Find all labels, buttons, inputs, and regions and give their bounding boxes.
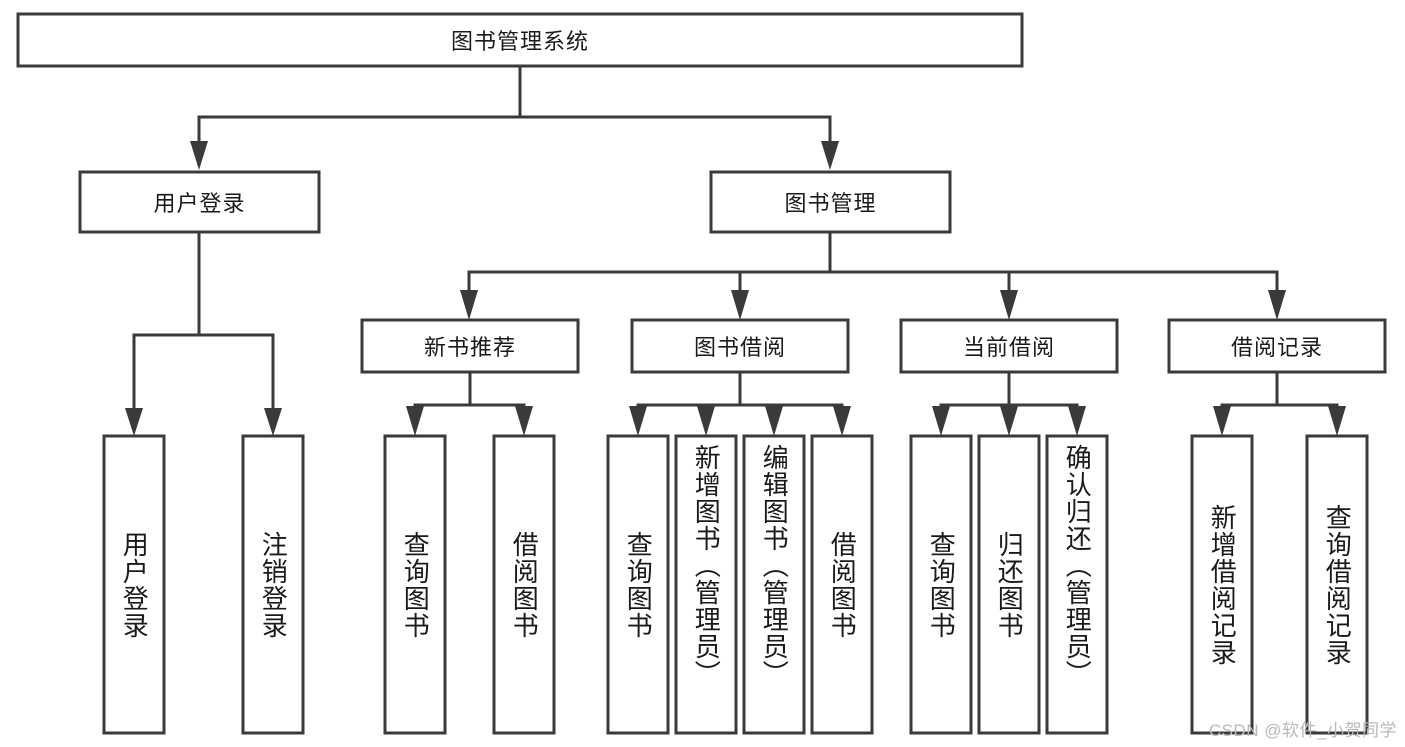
arrow-to-leaf-logout — [264, 408, 282, 436]
arrow-cb-leaf-3 — [1068, 406, 1086, 436]
arrow-to-new-book-recommend — [460, 290, 478, 320]
connector-current-borrow-bus — [939, 370, 1079, 413]
leaf-box-br-query-record[interactable] — [1305, 434, 1369, 735]
leaf-box-nbr-query-book[interactable] — [383, 434, 447, 735]
connector-new-book-recommend-bus — [413, 370, 526, 413]
leaf-box-br-add-record[interactable] — [1190, 434, 1254, 735]
leaf-box-cb-query-book[interactable] — [909, 434, 973, 735]
node-current-borrow-box[interactable] — [899, 318, 1119, 374]
leaf-box-cb-confirm-return[interactable] — [1045, 434, 1109, 735]
leaf-box-cb-return-book[interactable] — [977, 434, 1041, 735]
connector-user-login-bus — [132, 230, 275, 413]
arrow-nbr-leaf-2 — [515, 406, 533, 436]
arrow-br-leaf-1 — [1213, 406, 1231, 436]
node-new-book-recommend-box[interactable] — [360, 318, 580, 374]
connector-borrow-record-bus — [1220, 370, 1339, 413]
leaf-box-bb-add-book[interactable] — [674, 434, 738, 735]
leaf-box-user-login[interactable] — [102, 434, 166, 735]
watermark-text: CSDN @软件_小贺同学 — [1208, 721, 1397, 740]
node-root-box[interactable] — [16, 12, 1024, 68]
arrow-cb-leaf-2 — [1000, 406, 1018, 436]
leaf-box-bb-edit-book[interactable] — [742, 434, 806, 735]
arrow-to-book-manage — [821, 141, 839, 170]
arrow-to-borrow-record — [1268, 290, 1286, 320]
arrow-bb-leaf-2 — [697, 406, 715, 436]
connector-book-manage-bus — [467, 230, 1279, 294]
arrow-cb-leaf-1 — [932, 406, 950, 436]
arrow-bb-leaf-4 — [833, 406, 851, 436]
arrow-to-current-borrow — [1000, 290, 1018, 320]
arrow-bb-leaf-3 — [765, 406, 783, 436]
arrow-nbr-leaf-1 — [406, 406, 424, 436]
arrow-br-leaf-2 — [1328, 406, 1346, 436]
node-user-login-box[interactable] — [78, 170, 321, 234]
node-borrow-record-box[interactable] — [1167, 318, 1387, 374]
connector-root-bus — [197, 64, 832, 145]
arrow-to-book-borrow — [731, 290, 749, 320]
leaf-box-bb-borrow-book[interactable] — [810, 434, 874, 735]
leaf-box-nbr-borrow-book[interactable] — [492, 434, 556, 735]
leaf-box-bb-query-book[interactable] — [606, 434, 670, 735]
arrow-to-user-login — [190, 141, 208, 170]
leaf-box-logout[interactable] — [241, 434, 305, 735]
node-book-borrow-box[interactable] — [630, 318, 850, 374]
node-book-manage-box[interactable] — [709, 170, 952, 234]
arrow-to-leaf-user-login — [125, 408, 143, 436]
arrow-bb-leaf-1 — [629, 406, 647, 436]
connector-book-borrow-bus — [636, 370, 844, 413]
